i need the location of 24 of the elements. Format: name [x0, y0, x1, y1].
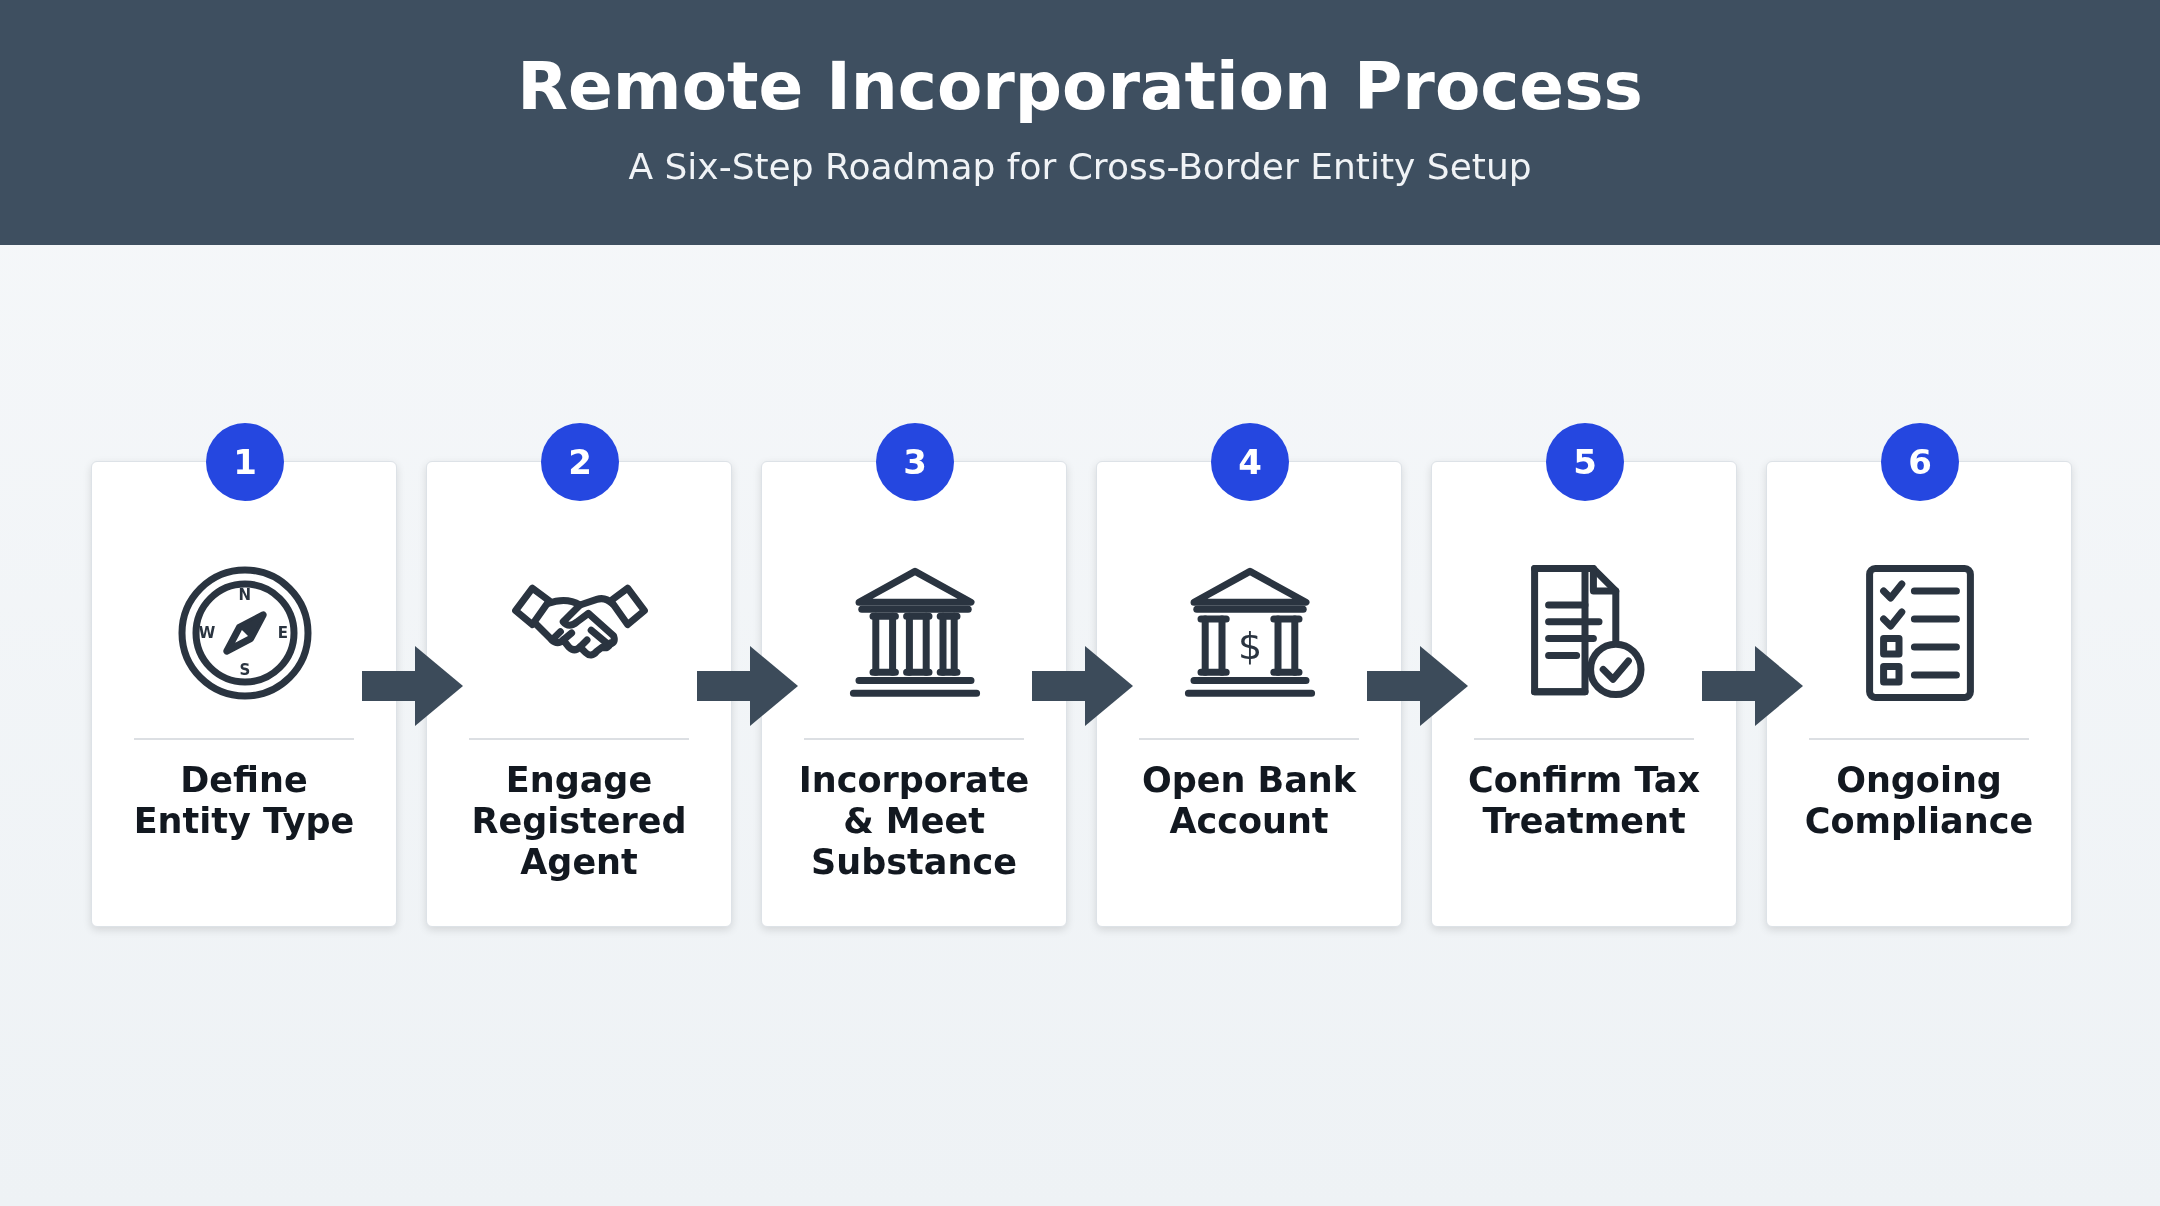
step-title: Define Entity Type [132, 760, 356, 842]
step-number: 2 [541, 423, 619, 501]
step-number: 6 [1881, 423, 1959, 501]
arrow [1032, 646, 1133, 726]
subtitle: A Six-Step Roadmap for Cross-Border Entity Setup [627, 146, 1533, 187]
compass-letter: E [277, 625, 289, 641]
title: Remote Incorporation Process [516, 48, 1644, 125]
step-title: Ongoing Compliance [1803, 760, 2035, 842]
step-title: Open Bank Account [1140, 760, 1358, 842]
step-title: Confirm Tax Treatment [1466, 760, 1702, 842]
arrow [1367, 646, 1468, 726]
compass-letter: W [198, 625, 216, 641]
dollar-sign: $ [1238, 626, 1263, 665]
arrow [362, 646, 463, 726]
compass-letter: S [239, 663, 251, 679]
step-number: 4 [1211, 423, 1289, 501]
step-number: 1 [206, 423, 284, 501]
arrow [697, 646, 798, 726]
step-title: Incorporate & Meet Substance [797, 760, 1031, 883]
compass-letter: N [238, 587, 252, 603]
step-number: 5 [1546, 423, 1624, 501]
step-number: 3 [876, 423, 954, 501]
arrow [1702, 646, 1803, 726]
step-title: Engage Registered Agent [470, 760, 688, 883]
